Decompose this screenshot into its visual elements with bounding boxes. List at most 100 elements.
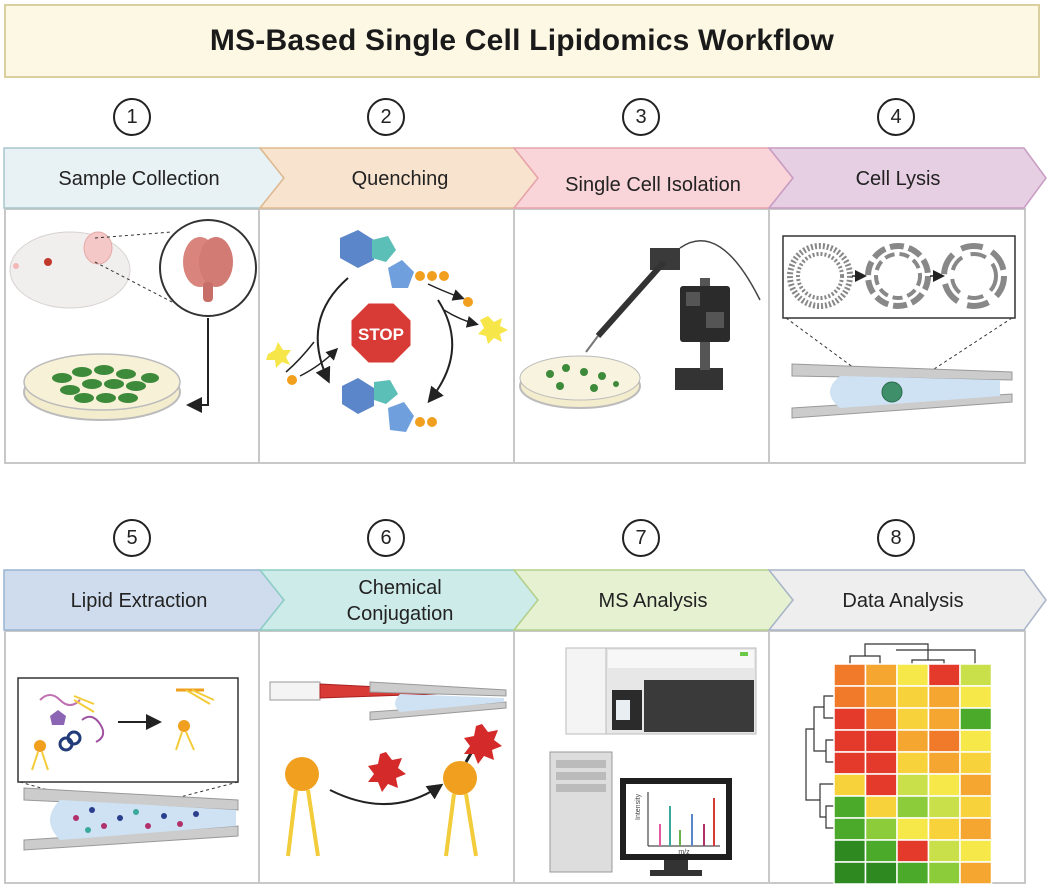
- capillary-icon: [791, 363, 1013, 419]
- extracted-lipids-icon: [175, 688, 215, 751]
- label-data-analysis: Data Analysis: [842, 590, 964, 612]
- heatmap-cell: [864, 861, 898, 885]
- heatmap-cell: [864, 817, 898, 841]
- petri-dish-icon: [23, 353, 181, 421]
- spectrum-ylabel: Intensity: [635, 793, 642, 820]
- heatmap-cell: [833, 729, 867, 753]
- membrane-lysed-icon: [941, 243, 1007, 309]
- heatmap: [833, 663, 993, 885]
- heatmap-cell: [927, 751, 961, 775]
- step-number-3: 3: [622, 98, 660, 136]
- label-lipid-extraction: Lipid Extraction: [70, 590, 208, 612]
- step-number-5: 5: [113, 519, 151, 557]
- heatmap-cell: [864, 663, 898, 687]
- heatmap-cell: [927, 663, 961, 687]
- heatmap-cell: [833, 773, 867, 797]
- heatmap-cell: [896, 685, 930, 709]
- lipid-icon-left: [285, 757, 320, 857]
- heatmap-cell: [927, 729, 961, 753]
- heatmap-cell: [864, 685, 898, 709]
- heatmap-cell: [896, 663, 930, 687]
- stop-sign-text: STOP: [358, 325, 404, 344]
- heatmap-cell: [833, 685, 867, 709]
- micromanipulator-icon: [585, 240, 761, 390]
- biomolecules-icon: [31, 694, 105, 771]
- label-quenching: Quenching: [351, 168, 449, 190]
- tag-star-icon: [368, 752, 406, 792]
- extraction-inset-box: [17, 677, 239, 783]
- label-cell-lysis: Cell Lysis: [855, 168, 941, 190]
- heatmap-cell: [927, 817, 961, 841]
- mass-spectrometer-icon: [565, 647, 757, 735]
- heatmap-cell: [927, 795, 961, 819]
- banner-quenching: Quenching: [272, 148, 528, 210]
- heatmap-cell: [959, 685, 993, 709]
- heatmap-cell: [833, 663, 867, 687]
- heatmap-cell: [833, 839, 867, 863]
- membrane-disrupting-icon: [865, 243, 931, 309]
- lipid-icon-conjugated: [443, 724, 502, 857]
- banner-shape-4: [767, 147, 1047, 209]
- culture-dish-icon: [519, 355, 641, 409]
- heatmap-cell: [959, 751, 993, 775]
- heatmap-cell: [927, 685, 961, 709]
- heatmap-cell: [927, 839, 961, 863]
- step-number-7: 7: [622, 519, 660, 557]
- banner-chemical-conjugation: Chemical Conjugation: [272, 570, 528, 632]
- workflow-title-box: MS-Based Single Cell Lipidomics Workflow: [4, 4, 1040, 78]
- pipette-capillary-icon: [269, 681, 507, 721]
- stop-sign-icon: [348, 300, 414, 366]
- heatmap-cell: [896, 773, 930, 797]
- heatmap-cell: [927, 861, 961, 885]
- metabolite-top-icon: [340, 230, 449, 288]
- step-number-6: 6: [367, 519, 405, 557]
- membrane-intact-icon: [787, 243, 853, 309]
- computer-icon: [549, 751, 732, 876]
- banner-shape-8: [767, 569, 1047, 631]
- dendrogram-left: [805, 695, 834, 829]
- heatmap-cell: [896, 817, 930, 841]
- banner-ms-analysis: MS Analysis: [530, 570, 776, 632]
- label-chemical: Chemical: [358, 577, 442, 599]
- heatmap-cell: [864, 707, 898, 731]
- heatmap-cell: [959, 839, 993, 863]
- heatmap-cell: [959, 795, 993, 819]
- mouse-icon: [9, 231, 131, 309]
- heatmap-cell: [896, 861, 930, 885]
- dendrogram-top: [849, 643, 976, 664]
- banner-single-cell-isolation: Single Cell Isolation: [530, 154, 776, 216]
- heatmap-cell: [959, 817, 993, 841]
- heatmap-cell: [864, 839, 898, 863]
- heatmap-cell: [833, 861, 867, 885]
- label-single-cell-isolation: Single Cell Isolation: [565, 174, 741, 196]
- heatmap-cell: [959, 861, 993, 885]
- banner-lipid-extraction: Lipid Extraction: [4, 570, 274, 632]
- heatmap-cell: [833, 707, 867, 731]
- heatmap-cell: [896, 707, 930, 731]
- spark-icon: [478, 316, 508, 344]
- heatmap-cell: [864, 751, 898, 775]
- label-conjugation: Conjugation: [346, 603, 454, 625]
- banner-sample-collection: Sample Collection: [4, 148, 274, 210]
- spectrum-xlabel: m/z: [678, 849, 690, 856]
- heatmap-cell: [927, 707, 961, 731]
- heatmap-cell: [896, 729, 930, 753]
- heatmap-cell: [927, 773, 961, 797]
- label-ms-analysis: MS Analysis: [598, 590, 708, 612]
- step-number-1: 1: [113, 98, 151, 136]
- heatmap-cell: [833, 817, 867, 841]
- step-number-8: 8: [877, 519, 915, 557]
- heatmap-cell: [896, 751, 930, 775]
- label-sample-collection: Sample Collection: [58, 168, 220, 190]
- heatmap-cell: [959, 663, 993, 687]
- extraction-capillary-icon: [23, 787, 239, 851]
- heatmap-cell: [959, 773, 993, 797]
- heatmap-cell: [896, 795, 930, 819]
- step-number-2: 2: [367, 98, 405, 136]
- brain-icon: [159, 219, 257, 317]
- step-number-4: 4: [877, 98, 915, 136]
- spectrum-chart: [647, 792, 720, 847]
- banner-cell-lysis: Cell Lysis: [780, 148, 1016, 210]
